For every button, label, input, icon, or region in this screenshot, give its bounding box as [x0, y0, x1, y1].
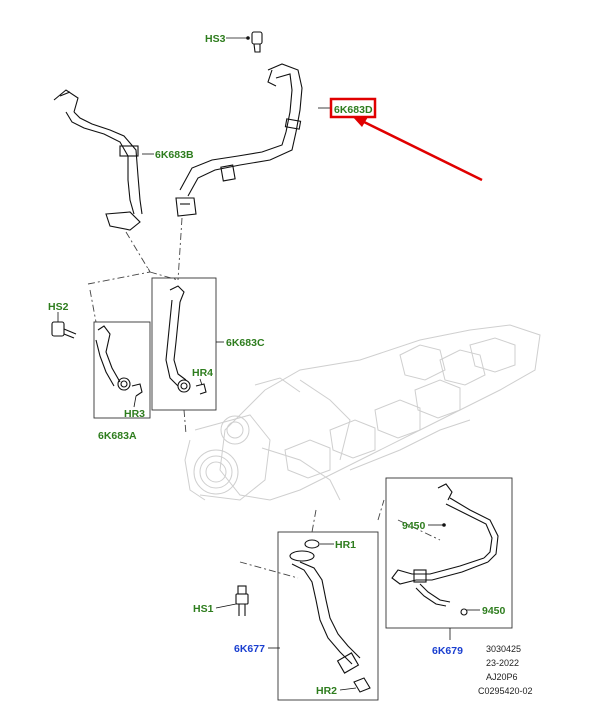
pipe-6k683b[interactable]	[53, 89, 154, 231]
callout-6k683d[interactable]: 6K683D	[334, 104, 373, 116]
callout-9450-top: 9450	[402, 520, 426, 532]
group-box-6k683c	[151, 277, 217, 411]
hs1-bolt[interactable]	[215, 585, 249, 616]
guide-line	[377, 499, 385, 521]
guide-line	[125, 231, 151, 273]
callout-hr3: HR3	[124, 408, 145, 420]
callout-6k683c: 6K683C	[226, 337, 265, 349]
guide-line	[87, 267, 151, 285]
callout-hs2: HS2	[48, 301, 69, 313]
callout-hs1: HS1	[193, 603, 214, 615]
guide-line	[183, 409, 187, 435]
group-box-6k677	[277, 531, 379, 701]
reference-line-1: 3030425	[486, 644, 521, 654]
callout-hs3: HS3	[205, 33, 226, 45]
highlight-arrow	[352, 116, 483, 182]
group-box-6k679	[385, 477, 513, 629]
reference-line-4: C0295420-02	[478, 686, 533, 696]
guide-line	[239, 561, 299, 579]
callout-6k683b: 6K683B	[155, 149, 194, 161]
guide-line	[311, 509, 317, 533]
group-box-6k683a	[93, 321, 151, 419]
manifold-ghost-drawing	[184, 324, 541, 501]
guide-line	[149, 271, 179, 281]
reference-line-3: AJ20P6	[486, 672, 518, 682]
callout-9450-bottom: 9450	[482, 605, 506, 617]
pipe-6k679[interactable]	[391, 483, 499, 616]
pipe-6k683a[interactable]	[95, 325, 143, 397]
callout-hr1: HR1	[335, 539, 356, 551]
callout-6k683a: 6K683A	[98, 430, 137, 442]
pipe-6k677[interactable]	[289, 539, 371, 693]
callout-hr2: HR2	[316, 685, 337, 697]
hs2-bolt[interactable]	[51, 312, 77, 339]
callout-hr4: HR4	[192, 367, 213, 379]
reference-block: 3030425 23-2022 AJ20P6 C0295420-02	[478, 644, 533, 696]
reference-line-2: 23-2022	[486, 658, 519, 668]
guide-line	[177, 217, 183, 281]
pipe-6k683d[interactable]	[175, 63, 332, 217]
pipe-6k683c[interactable]	[165, 285, 207, 395]
callout-6k679: 6K679	[432, 645, 463, 657]
callout-6k677: 6K677	[234, 643, 265, 655]
hs3-fitting[interactable]	[226, 31, 263, 53]
guide-line	[89, 289, 97, 323]
